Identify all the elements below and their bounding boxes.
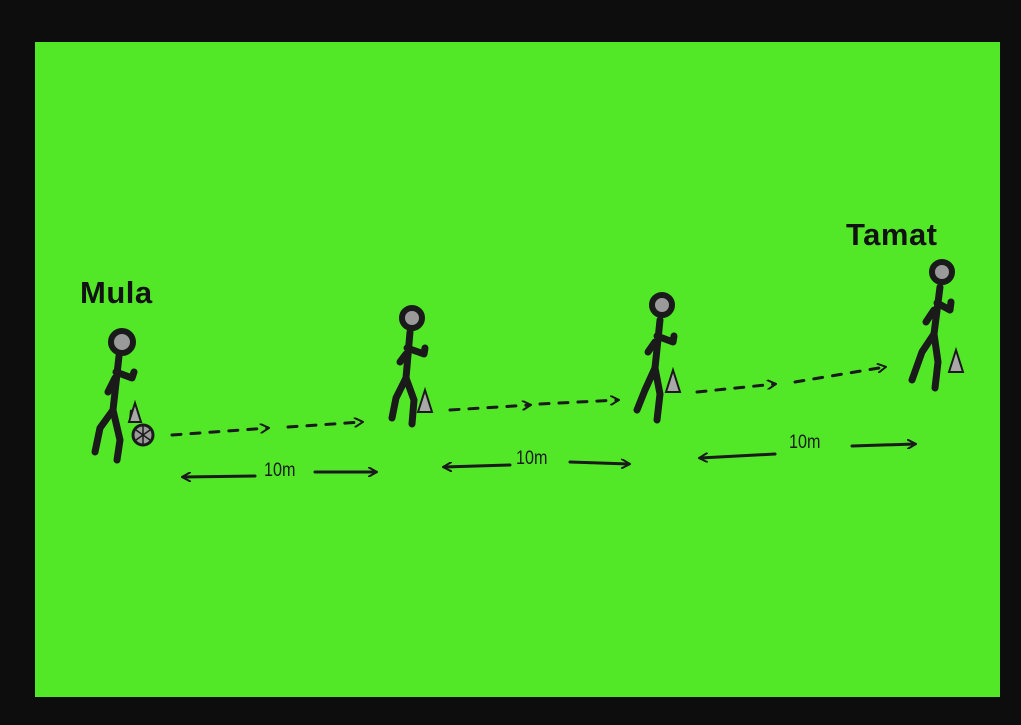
distance-label-1: 10m — [264, 460, 296, 481]
cone-icon — [127, 399, 143, 423]
field-background — [35, 42, 1000, 697]
dribble-path — [170, 367, 885, 437]
distance-label-3: 10m — [789, 432, 821, 453]
distance-label-2: 10m — [516, 448, 548, 469]
player-finish — [908, 259, 955, 392]
cone-icon — [947, 346, 965, 373]
cone-icon — [416, 386, 434, 413]
distance-arrows — [183, 444, 915, 477]
player-start — [91, 328, 138, 464]
player-2 — [388, 305, 429, 428]
cone-icon — [664, 366, 682, 393]
ball-icon — [131, 423, 155, 447]
finish-label: Tamat — [846, 217, 938, 252]
player-3 — [633, 292, 678, 424]
start-label: Mula — [80, 275, 153, 310]
